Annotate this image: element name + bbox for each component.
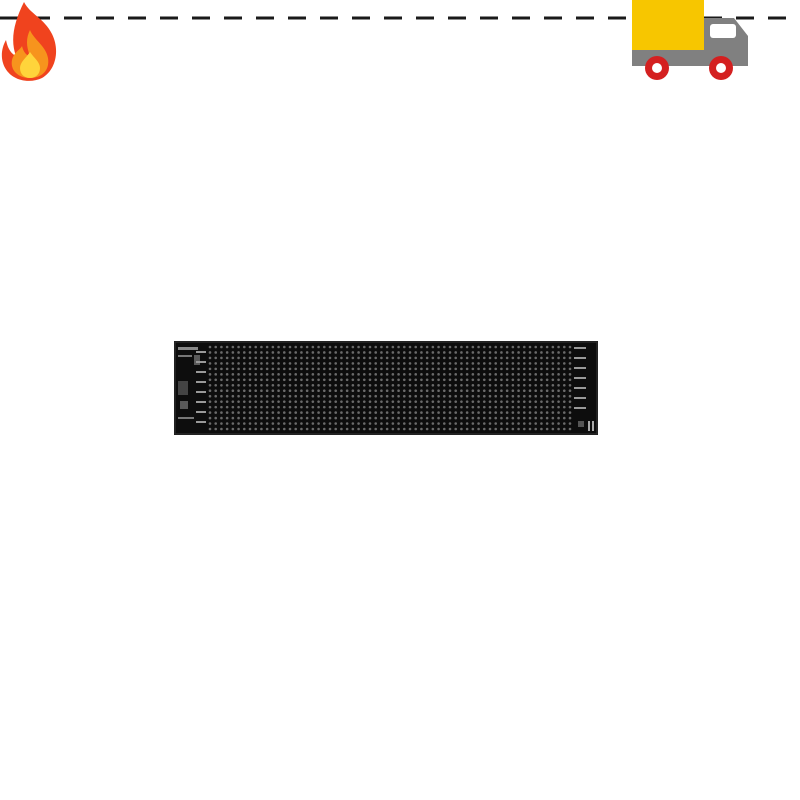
panel-board [174, 341, 598, 435]
delivery-truck-icon [632, 0, 748, 80]
panel-left-connector [178, 347, 206, 423]
truck-cargo [632, 0, 704, 50]
truck-window [710, 24, 736, 38]
fire-icon [1, 2, 57, 81]
dashed-divider [0, 16, 800, 20]
led-matrix-panel-image [174, 341, 598, 435]
led-grid [208, 345, 572, 431]
panel-right-connector [574, 347, 594, 431]
